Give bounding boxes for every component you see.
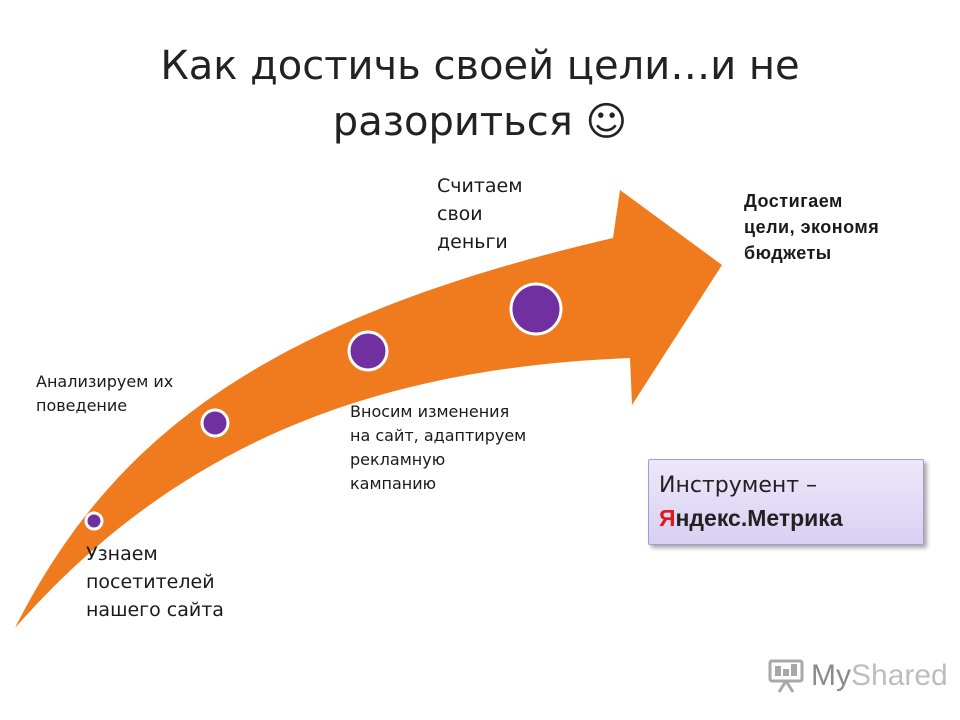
step-1-line-1: Узнаем: [86, 543, 158, 565]
watermark-my: My: [811, 659, 851, 692]
goal-line-2: цели, экономя: [744, 217, 880, 237]
step-3-line-4: кампанию: [350, 474, 437, 493]
step-3-line-3: рекламную: [350, 450, 446, 469]
slide-title-line1: Как достичь своей цели…и не: [160, 43, 800, 89]
step-label-3: Вносим изменения на сайт, адаптируем рек…: [350, 400, 526, 496]
step-label-2: Анализируем их поведение: [36, 370, 173, 418]
step-dot-3: [347, 330, 389, 372]
slide-title-line2-text: разориться: [332, 99, 573, 145]
step-1-line-2: посетителей: [86, 571, 215, 593]
tool-brand-first-letter: Я: [659, 505, 676, 531]
goal-line-3: бюджеты: [744, 243, 832, 263]
step-4-line-1: Считаем: [437, 175, 523, 197]
presentation-board-icon: [768, 659, 804, 693]
slide-title: Как достичь своей цели…и не разориться ☺: [80, 38, 880, 150]
step-4-line-2: свои: [437, 203, 483, 225]
goal-line-1: Достигаем: [744, 191, 843, 211]
step-dot-1: [84, 511, 104, 531]
step-2-line-2: поведение: [36, 396, 128, 415]
step-label-1: Узнаем посетителей нашего сайта: [86, 540, 224, 624]
tool-brand: Яндекс.Метрика: [659, 502, 913, 534]
goal-label: Достигаем цели, экономя бюджеты: [744, 188, 879, 266]
tool-prefix: Инструмент –: [659, 473, 818, 498]
tool-brand-rest: ндекс.Метрика: [675, 505, 843, 531]
step-dot-2: [200, 408, 230, 438]
smiley-icon: ☺: [585, 99, 628, 145]
step-2-line-1: Анализируем их: [36, 372, 174, 391]
step-label-4: Считаем свои деньги: [437, 172, 523, 256]
step-3-line-2: на сайт, адаптируем: [350, 426, 527, 445]
step-1-line-3: нашего сайта: [86, 599, 224, 621]
step-dot-4: [509, 282, 563, 336]
step-3-line-1: Вносим изменения: [350, 402, 510, 421]
step-4-line-3: деньги: [437, 231, 508, 253]
watermark-shared: Shared: [851, 659, 948, 692]
slide-title-line2: разориться ☺: [80, 94, 880, 150]
tool-callout-box: Инструмент – Яндекс.Метрика: [648, 459, 924, 545]
myshared-watermark: MyShared: [767, 656, 948, 696]
